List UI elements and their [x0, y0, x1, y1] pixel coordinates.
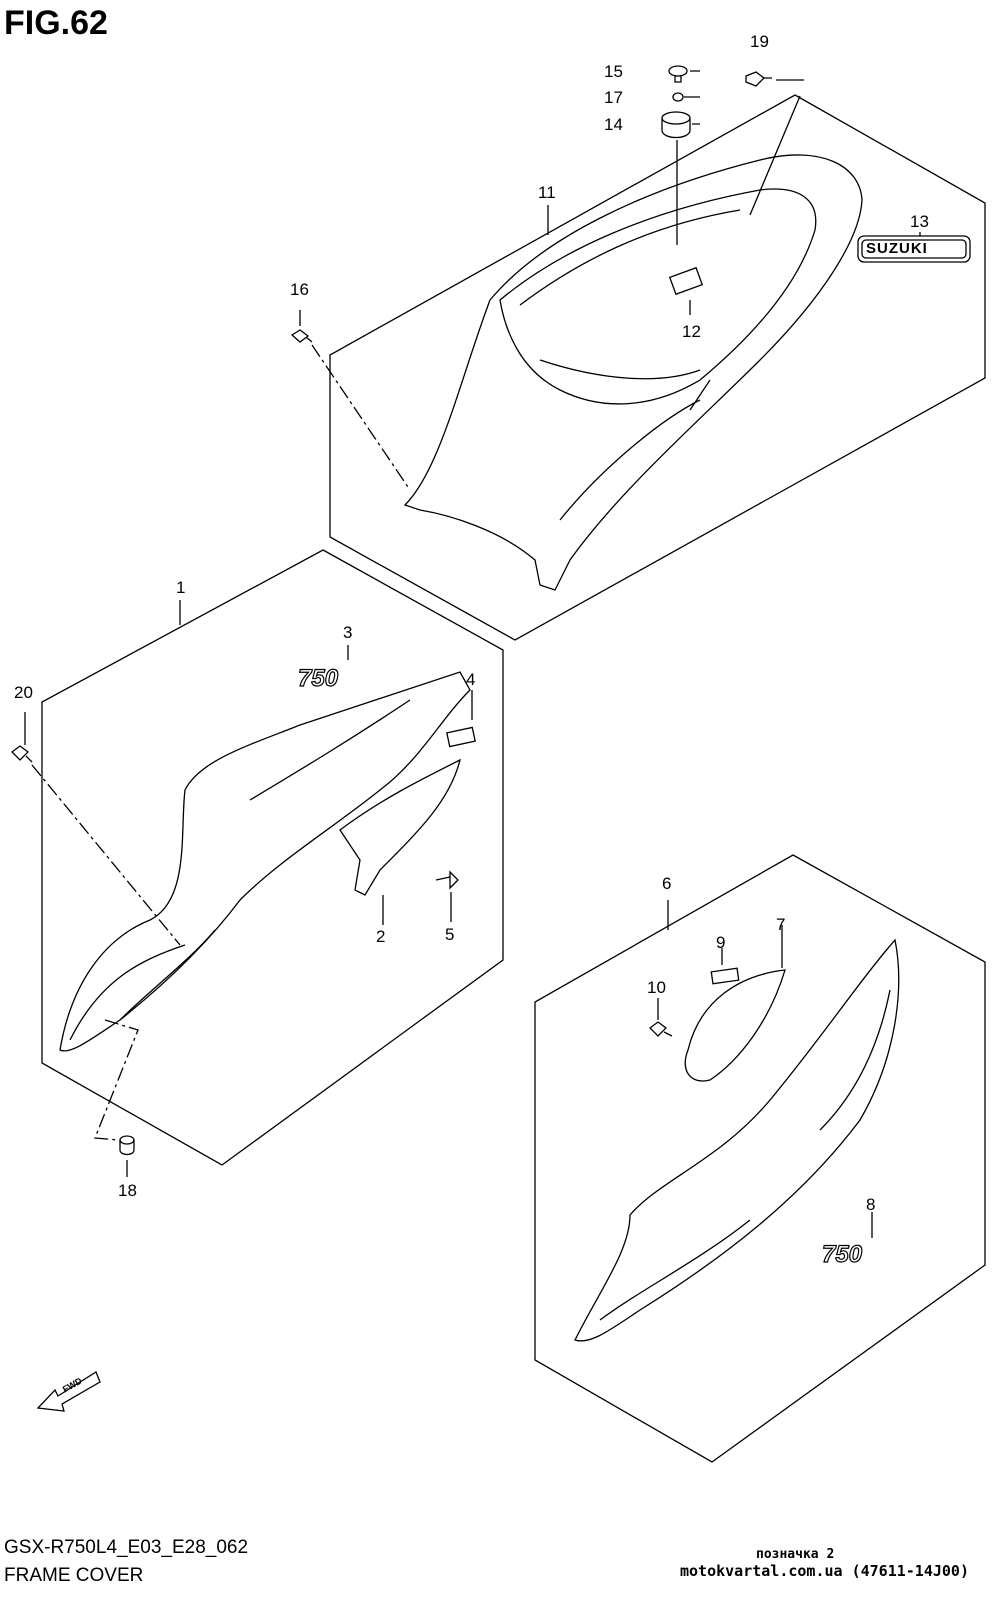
group-box-frame-cover-right — [534, 854, 986, 1463]
seat-tail-cover-part — [403, 154, 863, 591]
callout-2[interactable]: 2 — [376, 927, 386, 946]
callout-7[interactable]: 7 — [776, 915, 786, 934]
model-emblem-3-part: 750 — [298, 665, 339, 692]
frame-cover-right-part — [574, 938, 900, 1342]
callout-20[interactable]: 20 — [14, 683, 33, 702]
callout-16[interactable]: 16 — [290, 280, 309, 299]
callout-11[interactable]: 11 — [538, 183, 556, 202]
washer-17-part — [672, 92, 684, 102]
cover-7-part — [684, 969, 786, 1082]
callout-13[interactable]: 13 — [910, 212, 929, 231]
callout-15[interactable]: 15 — [604, 62, 623, 81]
bolt-19-part — [745, 71, 772, 87]
frame-cover-left-part — [59, 671, 471, 1052]
suzuki-emblem-text: SUZUKI — [866, 240, 928, 257]
screw-5-part — [435, 870, 459, 890]
screw-20-part — [11, 745, 33, 763]
watermark-line2: motokvartal.com.ua (47611-14J00) — [680, 1562, 969, 1580]
callout-3[interactable]: 3 — [343, 623, 353, 642]
screw-15-part — [668, 65, 688, 77]
callout-17[interactable]: 17 — [604, 88, 623, 107]
callout-1[interactable]: 1 — [176, 578, 186, 597]
callout-4[interactable]: 4 — [466, 670, 476, 689]
bracket-2-part — [339, 758, 461, 896]
callout-8[interactable]: 8 — [866, 1195, 876, 1214]
label-12-part — [668, 266, 704, 296]
label-4-part — [446, 726, 476, 748]
screw-16-part — [290, 329, 313, 343]
callout-14[interactable]: 14 — [604, 115, 623, 134]
grommet-14-part — [661, 118, 691, 139]
screw-10-part — [649, 1021, 673, 1037]
watermark-line1: позначка 2 — [756, 1547, 835, 1562]
callout-19[interactable]: 19 — [750, 32, 769, 51]
grommet-18-part — [119, 1140, 135, 1156]
callout-6[interactable]: 6 — [662, 874, 672, 893]
group-box-frame-cover-left — [41, 549, 504, 1166]
fwd-arrow-icon — [36, 1371, 101, 1412]
callout-18[interactable]: 18 — [118, 1181, 137, 1200]
figure-name: FRAME COVER — [4, 1565, 144, 1586]
callout-10[interactable]: 10 — [647, 978, 666, 997]
model-code: GSX-R750L4_E03_E28_062 — [4, 1537, 249, 1558]
callout-12[interactable]: 12 — [682, 322, 701, 341]
label-9-part — [710, 967, 740, 985]
figure-title: FIG.62 — [4, 4, 108, 42]
group-box-seat-tail — [329, 94, 986, 641]
suzuki-emblem-part — [857, 235, 971, 263]
callout-9[interactable]: 9 — [716, 933, 726, 952]
model-emblem-8-part: 750 — [822, 1241, 863, 1268]
callout-5[interactable]: 5 — [445, 925, 455, 944]
